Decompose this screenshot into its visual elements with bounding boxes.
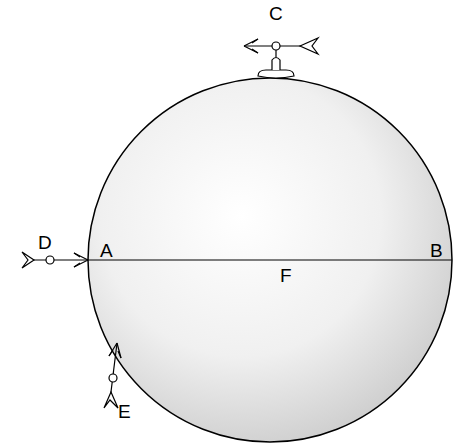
- point-label: B: [430, 241, 443, 260]
- arrow-d: [22, 252, 88, 268]
- point-label: C: [269, 4, 283, 23]
- sphere: [88, 78, 452, 442]
- pedestal: [258, 50, 294, 78]
- point-label: E: [118, 402, 131, 421]
- arrow-c: [244, 38, 318, 54]
- point-label: D: [38, 233, 52, 252]
- arrow-e: [104, 343, 121, 408]
- point-label: F: [280, 266, 292, 285]
- point-label: A: [100, 241, 113, 260]
- diameter-line: [88, 260, 452, 261]
